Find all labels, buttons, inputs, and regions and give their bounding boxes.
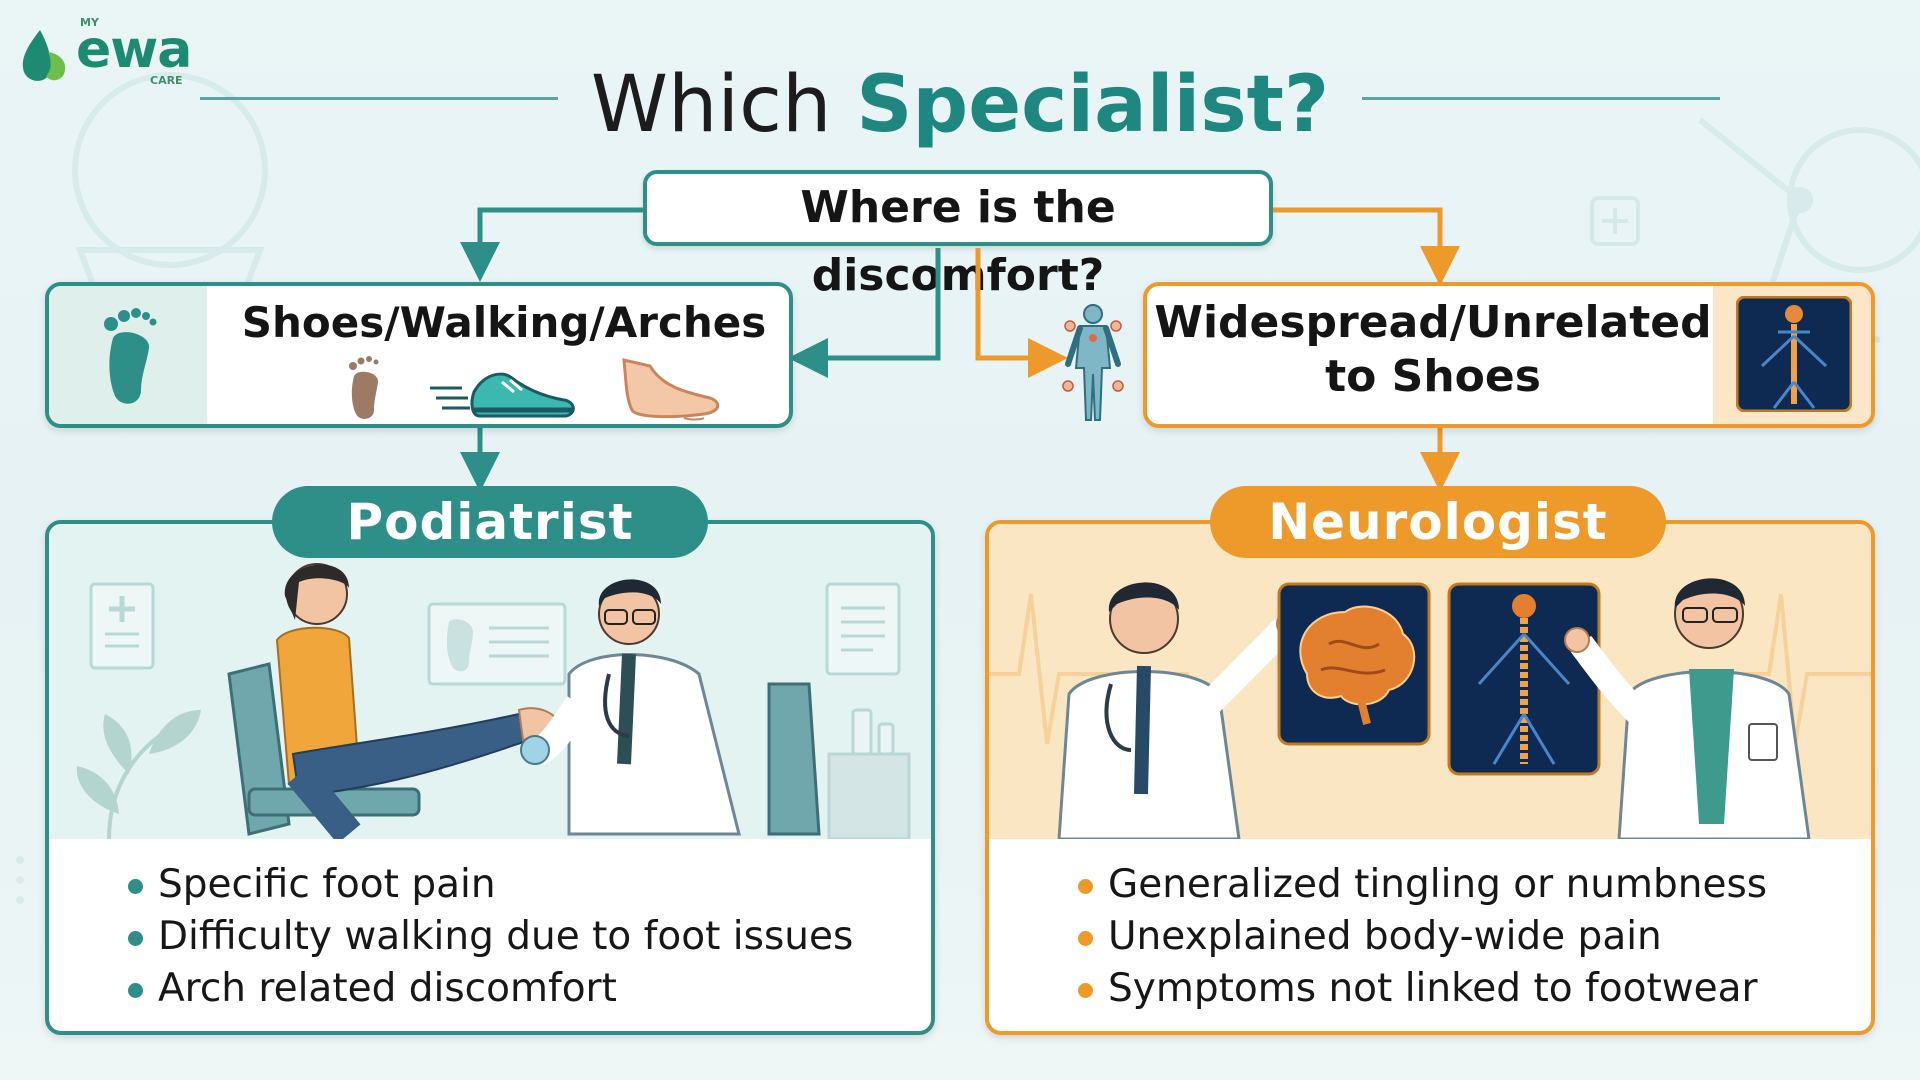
- brand-prefix: MY: [80, 16, 99, 29]
- podiatrist-title: Podiatrist: [272, 486, 708, 558]
- page-title: Which Specialist?: [460, 50, 1460, 160]
- criteria-card-shoes: Shoes/Walking/Arches: [45, 282, 793, 428]
- footprint-icon: [349, 356, 379, 419]
- title-lead: Which: [590, 60, 832, 150]
- question-box: Where is the discomfort?: [643, 170, 1273, 301]
- arrow-to-shoes: [460, 207, 643, 282]
- spine-panel: [1713, 286, 1871, 424]
- leaf-drop-icon: [22, 30, 66, 81]
- podiatrist-illustration: [49, 524, 931, 844]
- title-rule-left: [200, 97, 558, 100]
- brain-scan-icon: [1277, 582, 1431, 746]
- arrow-return-shoes: [788, 248, 941, 378]
- podiatrist-bullet: Difficulty walking due to foot issues: [124, 911, 853, 963]
- neurologist-bullets: Generalized tingling or numbness Unexpla…: [1074, 859, 1767, 1015]
- neurologist-panel: Generalized tingling or numbness Unexpla…: [985, 520, 1875, 1035]
- foot-icons-row: [349, 356, 720, 421]
- criteria-card-widespread: Widespread/Unrelated to Shoes: [1143, 282, 1875, 428]
- bare-foot-icon: [622, 358, 720, 421]
- medical-cross-icon: [1590, 196, 1640, 246]
- podiatrist-bullets: Specific foot pain Difficulty walking du…: [124, 859, 853, 1015]
- body-pain-icon: [1062, 304, 1124, 421]
- brand-suffix: CARE: [150, 74, 183, 87]
- criteria-label-shoes: Shoes/Walking/Arches: [241, 298, 767, 347]
- neurologist-scene: [989, 578, 1871, 841]
- criteria-line-2: to Shoes: [1325, 351, 1541, 402]
- title-rule-right: [1362, 97, 1720, 100]
- title-accent: Specialist?: [856, 60, 1330, 150]
- neurologist-bullet: Generalized tingling or numbness: [1074, 859, 1767, 911]
- criteria-line-1: Widespread/Unrelated: [1154, 297, 1712, 348]
- sneaker-icon: [430, 372, 575, 418]
- footprint-icon: [104, 308, 157, 404]
- criteria-label-widespread: Widespread/Unrelated to Shoes: [1147, 296, 1719, 404]
- footprint-panel: [49, 286, 207, 424]
- arrow-to-body: [975, 248, 1068, 378]
- podiatrist-bullet: Arch related discomfort: [124, 963, 853, 1015]
- podiatrist-scene: [76, 563, 911, 844]
- podiatrist-panel: Specific foot pain Difficulty walking du…: [45, 520, 935, 1035]
- neurologist-bullet: Unexplained body-wide pain: [1074, 911, 1767, 963]
- podiatrist-bullet: Specific foot pain: [124, 859, 853, 911]
- spine-xray-icon: [1736, 296, 1852, 412]
- brand-logo: MY ewa CARE: [18, 14, 193, 89]
- spine-xray-icon: [1447, 582, 1601, 776]
- neurologist-illustration: [989, 524, 1871, 841]
- brand-name: ewa: [76, 20, 192, 80]
- arrow-to-widespread: [1273, 207, 1460, 286]
- clipboard-icon: [89, 582, 901, 686]
- neurologist-bullet: Symptoms not linked to footwear: [1074, 963, 1767, 1015]
- neurologist-title: Neurologist: [1210, 486, 1666, 558]
